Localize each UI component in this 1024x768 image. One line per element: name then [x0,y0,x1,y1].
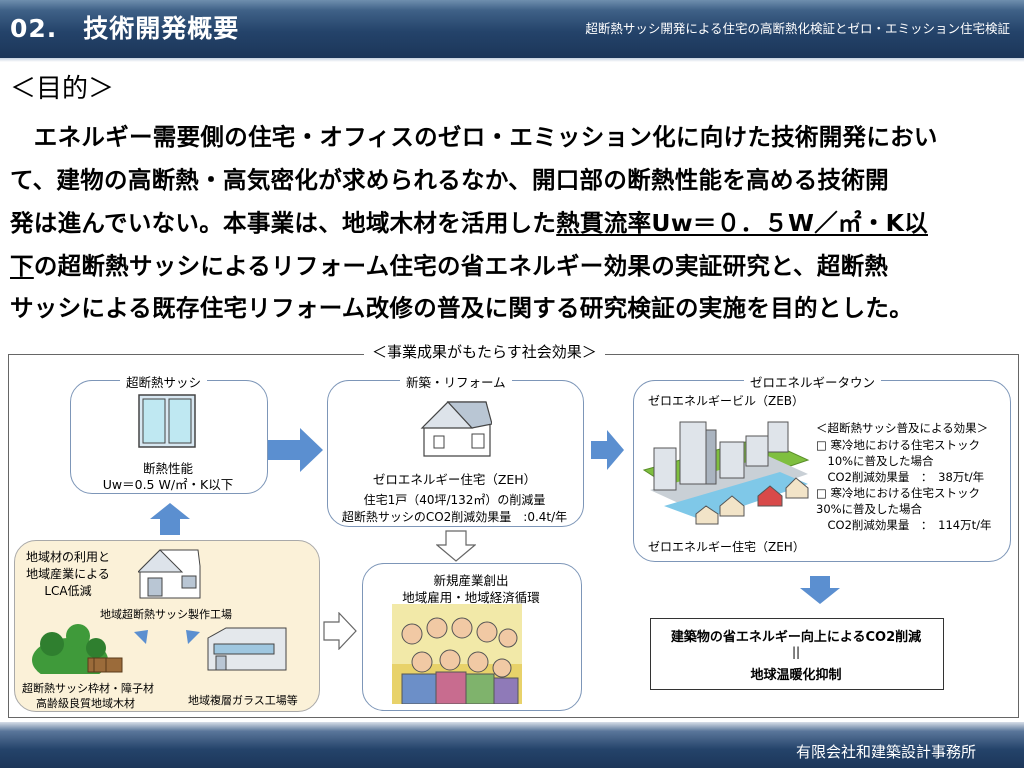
renovation-line-1: 住宅1戸（40坪/132㎡）の削減量 [363,493,546,507]
diagram-title: ＜事業成果がもたらす社会効果＞ [364,341,605,362]
purpose-line-2: て、建物の高断熱・高気密化が求められるなか、開口部の断熱性能を高める技術開 [10,166,889,194]
purpose-line-3-underlined: 熱貫流率Uw＝０．５W／㎡・K以 [556,209,928,237]
result-box [650,618,944,690]
town-box-title: ゼロエネルギータウン [744,372,882,391]
local-line: 地域材の利用と [25,550,110,564]
purpose-line-1: エネルギー需要側の住宅・オフィスのゼロ・エミッション化に向けた技術開発におい [10,123,938,151]
purpose-line-4-underlined: 下 [10,252,34,280]
sash-box-title: 超断熱サッシ [120,372,208,391]
arrow-down-icon [800,576,840,604]
local-line: 地域産業による [26,567,110,581]
header-bar [0,0,1024,58]
town-effect-line: □ 寒冷地における住宅ストック [816,486,981,500]
house-icon [420,401,492,457]
header-divider [0,58,1024,62]
people-group-icon [392,604,522,704]
town-illustration-icon [642,421,810,525]
purpose-line-5: サッシによる既存住宅リフォーム改修の普及に関する研究検証の実施を目的とした。 [10,294,913,322]
zeb-label: ゼロエネルギービル（ZEB） [648,394,805,408]
local-wood-label-1: 超断熱サッシ枠材・障子材 [22,682,154,695]
local-glass-label: 地域複層ガラス工場等 [188,694,298,707]
footer-company: 有限会社和建築設計事務所 [795,743,976,761]
local-line: LCA低減 [44,584,92,598]
town-effect-line: CO2削減効果量 ： 38万t/年 [816,470,985,484]
footer-bar [0,722,1024,768]
arrow-up-icon [150,503,190,535]
town-effect-line: 10%に普及した場合 [816,454,934,468]
page-title: 02. 技術開発概要 [10,14,240,43]
arrow-right-icon [268,428,323,472]
purpose-line-3: 発は進んでいない。本事業は、地域木材を活用した熱貫流率Uw＝０．５W／㎡・K以 [10,204,928,238]
purpose-line-3-text: 発は進んでいない。本事業は、地域木材を活用した [10,209,557,237]
industry-line-1: 新規産業創出 [433,573,509,588]
town-effect-line: CO2削減効果量 ： 114万t/年 [816,518,992,532]
local-wood-label-2: 高齢級良質地域木材 [36,697,135,710]
forest-icon [32,624,123,674]
town-effect-title: ＜超断熱サッシ普及による効果＞ [816,421,989,435]
result-line-1: 建築物の省エネルギー向上によるCO2削減 [670,630,922,645]
town-effect-line: □ 寒冷地における住宅ストック [816,438,981,452]
sash-label-2: Uw＝0.5 W/㎡・K以下 [102,477,234,492]
arrow-up-left-icon [186,630,206,650]
sash-label-1: 断熱性能 [142,461,193,476]
result-line-3: 地球温暖化抑制 [750,668,842,683]
glass-factory-icon [207,627,287,671]
town-effect-line: 30%に普及した場合 [816,502,923,516]
arrow-up-right-icon [128,630,148,650]
renovation-box-title: 新築・リフォーム [400,372,512,391]
industry-line-2: 地域雇用・地域経済循環 [402,590,540,605]
renovation-line-2: 超断熱サッシのCO2削減効果量 :0.4t/年 [341,510,568,524]
arrow-right-icon [591,430,624,470]
factory-house-icon [138,549,201,599]
result-line-2: || [791,645,801,659]
arrow-right-icon [323,612,357,650]
local-factory-label: 地域超断熱サッシ製作工場 [100,608,232,621]
town-zeh-label: ゼロエネルギー住宅（ZEH） [648,540,805,554]
arrow-down-icon [436,530,476,562]
window-sash-icon [138,394,196,448]
renovation-house-label: ゼロエネルギー住宅（ZEH） [372,472,537,487]
purpose-line-4: 下の超断熱サッシによるリフォーム住宅の省エネルギー効果の実証研究と、超断熱 [10,247,888,281]
page-subtitle: 超断熱サッシ開発による住宅の高断熱化検証とゼロ・エミッション住宅検証 [585,21,1010,36]
purpose-heading: ＜目的＞ [10,74,115,104]
purpose-line-4-text: の超断熱サッシによるリフォーム住宅の省エネルギー効果の実証研究と、超断熱 [33,252,889,280]
